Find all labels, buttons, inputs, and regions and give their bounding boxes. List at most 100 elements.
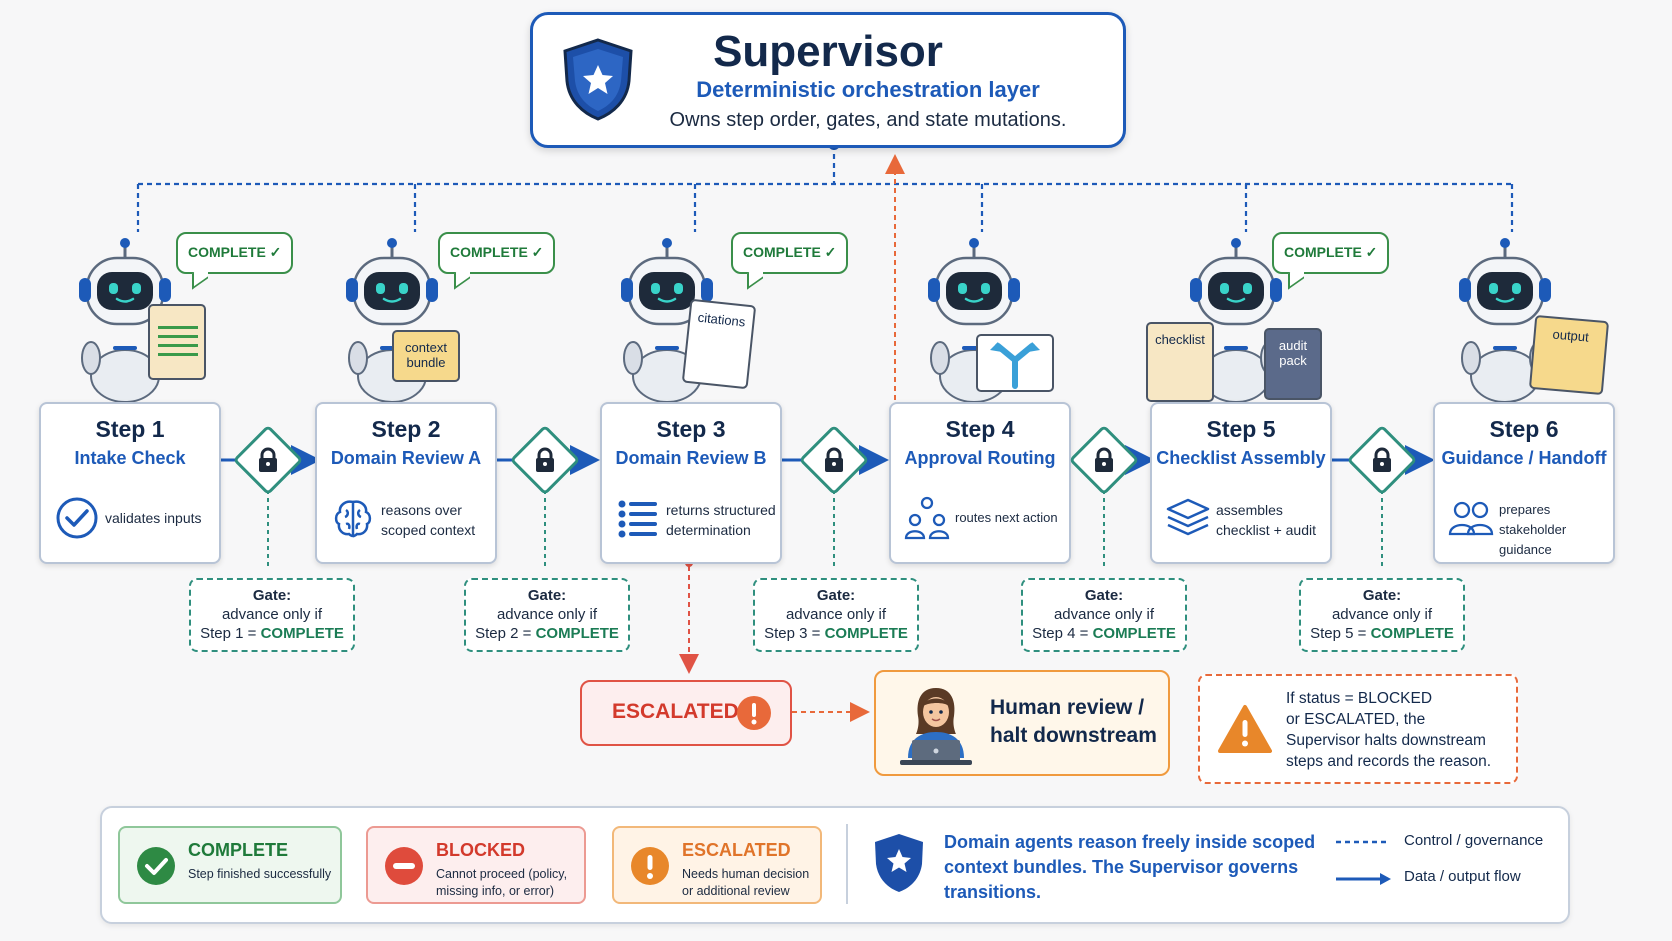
step-name: Domain Review A	[330, 448, 482, 468]
step-5-card: Step 5 Checklist Assembly assembles chec…	[1150, 402, 1332, 564]
step-name: Guidance / Handoff	[1441, 448, 1607, 468]
human-review-box: Human review /halt downstream	[874, 670, 1170, 776]
complete-bubble: COMPLETE ✓	[438, 232, 556, 274]
legend-blocked-desc2: missing info, or error)	[436, 884, 555, 898]
clipboard-icon	[148, 304, 206, 380]
checklist-clipboard-icon: checklist	[1146, 322, 1214, 402]
legend-blocked-desc1: Cannot proceed (policy,	[436, 867, 568, 881]
step-description: routes next action	[955, 510, 1058, 525]
lock-icon	[1373, 447, 1391, 472]
exclamation-icon	[737, 696, 771, 730]
gate-condition: Step 2 =	[475, 625, 536, 642]
control-line-swatch	[1336, 840, 1390, 844]
step-number: Step 1	[95, 416, 165, 442]
legend-escalated-title: ESCALATED	[682, 840, 791, 860]
route-arrows-icon	[976, 334, 1054, 392]
step-name: Intake Check	[74, 448, 186, 468]
step-number: Step 5	[1206, 416, 1276, 442]
supervisor-description: Owns step order, gates, and state mutati…	[669, 109, 1067, 131]
note-line4: steps and records the reason.	[1286, 753, 1492, 770]
legend-panel: COMPLETE Step finished successfully BLOC…	[100, 806, 1570, 924]
gate-rule: advance only if	[221, 606, 323, 623]
legend-statement: Domain agents reason freely inside scope…	[944, 832, 1316, 902]
layers-icon	[1166, 498, 1210, 536]
legend-escalated-desc1: Needs human decision	[682, 867, 810, 881]
legend-divider	[846, 824, 848, 904]
blocked-icon	[385, 847, 423, 885]
legend-blocked: BLOCKED Cannot proceed (policy, missing i…	[366, 826, 586, 904]
supervisor-box: Supervisor Deterministic orchestration l…	[530, 12, 1126, 148]
gate-box: Gate: advance only if Step 4 = COMPLETE	[1021, 578, 1187, 652]
people-flow-icon	[904, 496, 950, 540]
gate-label: Gate:	[527, 587, 567, 604]
note-line2: or ESCALATED, the	[1286, 711, 1426, 728]
step-6-card: Step 6 Guidance / Handoff prepares stake…	[1433, 402, 1615, 564]
gate-box: Gate: advance only if Step 1 = COMPLETE	[189, 578, 355, 652]
gate-rule: advance only if	[496, 606, 598, 623]
gate-condition: Step 3 =	[764, 625, 825, 642]
gate-label: Gate:	[252, 587, 292, 604]
warning-triangle-icon	[1218, 705, 1272, 753]
step-description: reasons over scoped context	[381, 502, 476, 538]
step-3-card: Step 3 Domain Review B returns structure…	[600, 402, 782, 564]
list-icon	[618, 500, 657, 538]
gate-status: COMPLETE	[260, 625, 344, 642]
brain-icon	[334, 500, 372, 538]
step-name: Checklist Assembly	[1156, 448, 1326, 468]
step-1-card: Step 1 Intake Check validates inputs	[39, 402, 221, 564]
audit-book-icon: audit pack	[1264, 328, 1322, 400]
check-badge-icon	[137, 847, 175, 885]
legend-escalated-desc2: or additional review	[682, 884, 790, 898]
step-description: validates inputs	[105, 510, 202, 526]
lock-icon	[259, 447, 277, 472]
lock-icon	[536, 447, 554, 472]
complete-bubble: COMPLETE ✓	[1272, 232, 1390, 274]
supervisor-title: Supervisor	[713, 27, 943, 76]
gate-status: COMPLETE	[1092, 625, 1176, 642]
gate-label: Gate:	[816, 587, 856, 604]
legend-complete-title: COMPLETE	[188, 840, 289, 860]
document-icon: citations	[681, 298, 757, 390]
legend-blocked-title: BLOCKED	[436, 840, 525, 860]
lock-icon	[825, 447, 843, 472]
gate-rule: advance only if	[785, 606, 887, 623]
lock-icon	[1095, 447, 1113, 472]
legend-complete: COMPLETE Step finished successfully	[118, 826, 342, 904]
gate-condition: Step 5 =	[1310, 625, 1371, 642]
folder-icon: context bundle	[392, 330, 460, 382]
exclamation-icon	[631, 847, 669, 885]
legend-data-label: Data / output flow	[1404, 868, 1521, 885]
note-line3: Supervisor halts downstream	[1286, 732, 1486, 749]
check-circle-icon	[56, 497, 98, 539]
gate-box: Gate: advance only if Step 2 = COMPLETE	[464, 578, 630, 652]
step-4-card: Step 4 Approval Routing routes next acti…	[889, 402, 1071, 564]
step-number: Step 3	[656, 416, 726, 442]
complete-bubble: COMPLETE ✓	[176, 232, 294, 274]
human-review-line1: Human review /	[990, 696, 1145, 719]
gate-label: Gate:	[1084, 587, 1124, 604]
shield-star-icon	[563, 38, 633, 121]
legend-complete-desc: Step finished successfully	[188, 867, 332, 881]
step-description: assembles checklist + audit	[1216, 502, 1316, 538]
gate-rule: advance only if	[1053, 606, 1155, 623]
step-description: returns structured determination	[666, 502, 776, 538]
shield-star-icon	[875, 834, 923, 892]
supervisor-subtitle: Deterministic orchestration layer	[696, 77, 1040, 102]
person-laptop-icon	[900, 688, 972, 765]
halt-note: If status = BLOCKED or ESCALATED, the Su…	[1198, 674, 1518, 784]
step-2-card: Step 2 Domain Review A reasons over scop…	[315, 402, 497, 564]
step-number: Step 4	[945, 416, 1015, 442]
escalated-box: ESCALATED!	[580, 680, 792, 746]
step-name: Approval Routing	[904, 448, 1056, 468]
data-arrow-swatch	[1336, 873, 1391, 885]
gate-label: Gate:	[1362, 587, 1402, 604]
robot-mascot	[79, 238, 171, 403]
complete-bubble: COMPLETE ✓	[731, 232, 849, 274]
gate-status: COMPLETE	[824, 625, 908, 642]
users-icon	[1448, 501, 1494, 536]
escalated-label: ESCALATED!	[612, 700, 746, 723]
gate-box: Gate: advance only if Step 5 = COMPLETE	[1299, 578, 1465, 652]
step-description: prepares stakeholder guidance	[1499, 502, 1567, 557]
gate-status: COMPLETE	[1370, 625, 1454, 642]
gate-condition: Step 1 =	[200, 625, 261, 642]
